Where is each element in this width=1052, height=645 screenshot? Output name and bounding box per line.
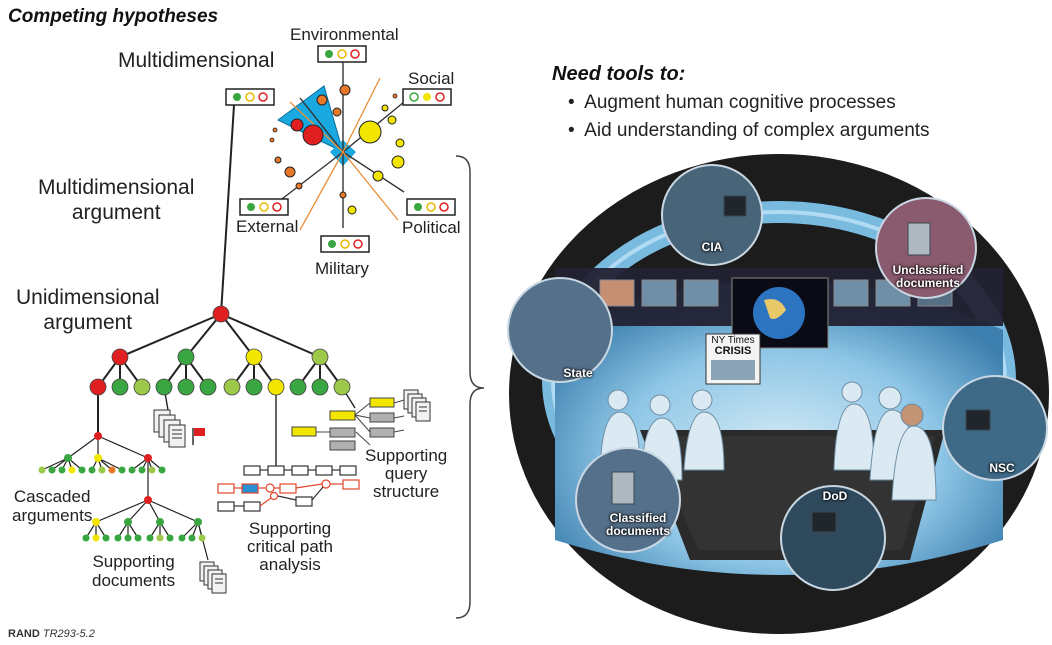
multi-argument-line2: argument bbox=[71, 201, 161, 224]
critical-path-label: Supporting critical path analysis bbox=[247, 520, 333, 574]
indicator-military bbox=[320, 235, 370, 253]
query-structure bbox=[291, 397, 405, 451]
document-stack-icon bbox=[153, 409, 186, 448]
dimension-external: External bbox=[236, 217, 299, 236]
room-label-dod: DoD bbox=[822, 489, 848, 503]
credit-org: RAND bbox=[8, 628, 40, 640]
indicator-political bbox=[406, 198, 456, 216]
dimension-social: Social bbox=[408, 69, 455, 88]
multi-argument-line1: Multidimensional bbox=[38, 176, 195, 199]
nytimes-crisis: CRISIS bbox=[714, 345, 752, 357]
indicator-social bbox=[402, 88, 452, 106]
cascaded-line1: Cascaded bbox=[13, 487, 91, 506]
room-label-state: State bbox=[563, 366, 593, 380]
multidimensional-argument-label: Multidimensional argument bbox=[38, 175, 194, 225]
multidimensional-label: Multidimensional bbox=[118, 49, 275, 72]
room-label-classified-line1: Classified bbox=[609, 511, 667, 525]
room-portholes bbox=[507, 164, 1048, 591]
critical-path-line3: analysis bbox=[259, 555, 321, 574]
room-label-unclassified-line2: documents bbox=[895, 276, 960, 290]
room-label-classified: Classified documents bbox=[590, 512, 686, 538]
query-structure-line3: structure bbox=[373, 482, 440, 501]
room-label-unclassified-line1: Unclassified bbox=[892, 263, 964, 277]
uni-argument-line1: Unidimensional bbox=[16, 286, 160, 309]
room-label-unclassified: Unclassified documents bbox=[880, 264, 976, 290]
supporting-documents-line2: documents bbox=[92, 571, 176, 590]
credit-code: TR293-5.2 bbox=[42, 628, 95, 640]
heading: Competing hypotheses bbox=[8, 6, 219, 27]
nytimes-title: NY Times bbox=[711, 335, 755, 346]
room-label-classified-line2: documents bbox=[605, 524, 670, 538]
cascaded-tree bbox=[38, 432, 209, 561]
uni-argument-line2: argument bbox=[43, 311, 133, 334]
bracket bbox=[455, 155, 485, 619]
critical-path-diagram bbox=[217, 465, 360, 512]
supporting-documents-label: Supporting documents bbox=[92, 552, 175, 590]
need-tools-item-1: • Augment human cognitive processes bbox=[568, 92, 896, 113]
tree-nodes bbox=[89, 305, 351, 396]
critical-path-line1: Supporting bbox=[248, 519, 332, 538]
need-tools-item-1-text: Augment human cognitive processes bbox=[584, 92, 896, 113]
nytimes-board: NY Times CRISIS bbox=[706, 335, 760, 357]
supporting-documents-line1: Supporting bbox=[92, 552, 175, 571]
dimension-military: Military bbox=[315, 259, 369, 278]
need-tools-title: Need tools to: bbox=[552, 63, 686, 85]
document-stack-icon bbox=[403, 389, 431, 422]
indicator-environmental bbox=[317, 45, 367, 63]
room-label-cia: CIA bbox=[701, 240, 723, 254]
document-stack-icon bbox=[199, 561, 227, 594]
flag-icon bbox=[192, 428, 205, 445]
indicator-external bbox=[239, 198, 289, 216]
indicator-multidimensional bbox=[225, 88, 275, 106]
cascaded-line2: arguments bbox=[12, 506, 93, 525]
dimension-environmental: Environmental bbox=[290, 25, 399, 44]
dimension-political: Political bbox=[402, 218, 461, 237]
cascaded-arguments-label: Cascaded arguments bbox=[12, 487, 92, 525]
need-tools-item-2-text: Aid understanding of complex arguments bbox=[584, 120, 930, 141]
room-label-nsc: NSC bbox=[989, 461, 1015, 475]
query-structure-line1: Supporting bbox=[365, 446, 448, 465]
situation-room bbox=[507, 154, 1049, 634]
radar-diagram bbox=[269, 62, 405, 231]
query-structure-label: Supporting query structure bbox=[365, 447, 447, 501]
need-tools-item-2: • Aid understanding of complex arguments bbox=[568, 120, 930, 141]
credit-line: RAND TR293-5.2 bbox=[8, 628, 95, 640]
query-structure-line2: query bbox=[384, 464, 428, 483]
critical-path-line2: critical path bbox=[247, 537, 333, 556]
unidimensional-argument-label: Unidimensional argument bbox=[16, 285, 160, 335]
